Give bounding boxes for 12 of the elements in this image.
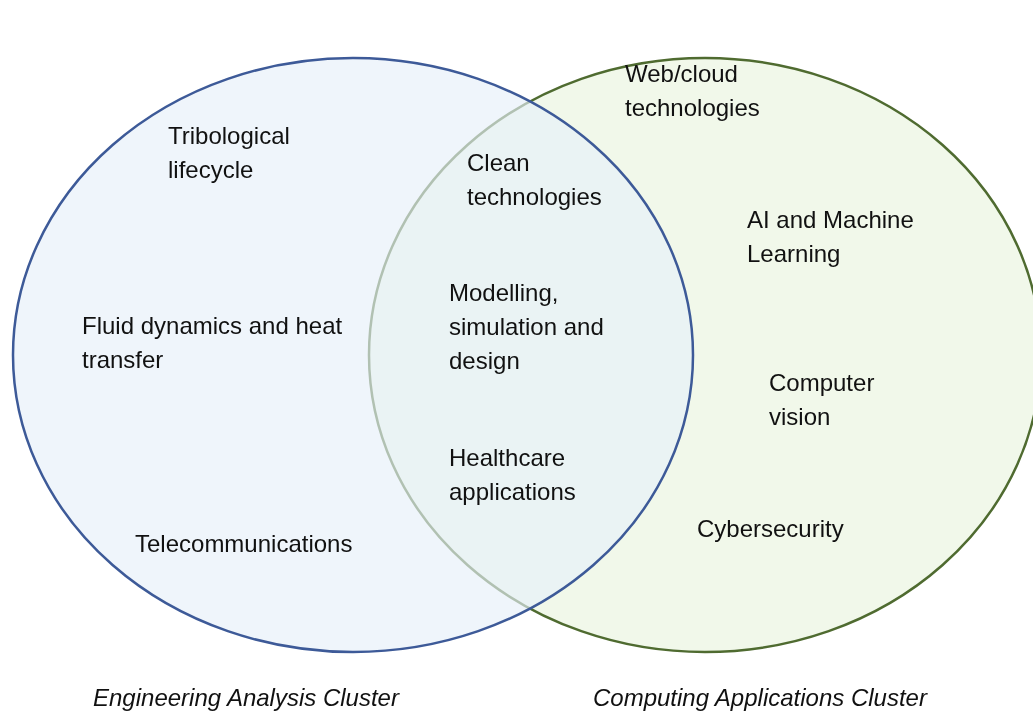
topic-label: Telecommunications [135, 529, 353, 559]
topic-label: AI and Machine Learning [747, 205, 915, 269]
topic-label: Fluid dynamics and heat transfer [82, 311, 344, 375]
topic-label: Tribological lifecycle [168, 121, 291, 185]
topic-label: Modelling, simulation and design [449, 278, 605, 376]
topic-label: Healthcare applications [449, 443, 577, 507]
cluster-title: Computing Applications Cluster [593, 683, 927, 713]
cluster-title: Engineering Analysis Cluster [93, 683, 399, 713]
topic-label: Clean technologies [467, 148, 603, 212]
topic-label: Computer vision [769, 368, 876, 432]
topic-label: Cybersecurity [697, 514, 844, 544]
topic-label: Web/cloud technologies [625, 59, 761, 123]
